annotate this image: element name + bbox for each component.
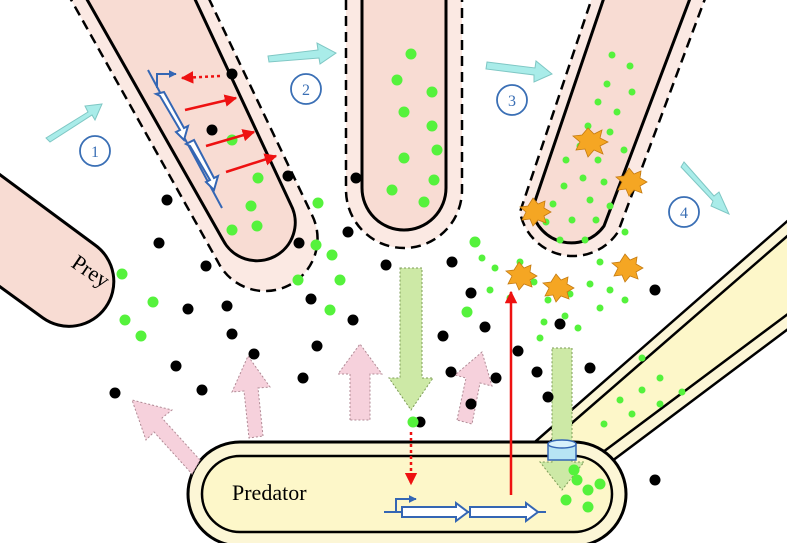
- burst-icon-1: [572, 127, 609, 158]
- gene-arrow-icon-1: [153, 90, 190, 142]
- red-arrow-dotted-prey: [180, 71, 221, 84]
- step-number-2: 2: [302, 82, 310, 99]
- predator-gene-arrow-icon-2: [469, 501, 540, 523]
- prey-cell-accumulating: [344, 0, 464, 250]
- black-molecules: [109, 68, 661, 486]
- green-arrow-left: [388, 267, 434, 411]
- burst-icon-6: [611, 253, 644, 283]
- predator-promoter-icon: [395, 495, 417, 512]
- red-arrow-prey-3: [225, 153, 278, 174]
- step-marker-4: 4: [668, 196, 700, 228]
- green-arrow-right: [538, 347, 586, 491]
- step-number-1: 1: [91, 144, 99, 161]
- pink-arrow-4: [453, 351, 493, 425]
- pink-arrow-2: [231, 354, 271, 439]
- predator-label: Predator: [232, 480, 307, 505]
- green-signal-molecules: [116, 48, 606, 513]
- step-marker-3: 3: [496, 84, 528, 116]
- predator-gene-cluster: [384, 495, 546, 523]
- step-number-4: 4: [680, 205, 688, 222]
- burst-icon-2: [615, 167, 648, 197]
- promoter-icon: [156, 70, 177, 88]
- pink-arrow-1: [131, 399, 201, 475]
- step-arrow-2: [267, 42, 337, 65]
- prey-cell-lysing: [518, 0, 706, 258]
- red-arrow-prey-1: [184, 94, 238, 112]
- burst-icon-3: [519, 197, 552, 227]
- pink-arrow-3: [337, 343, 383, 421]
- step-arrow-4: [680, 161, 730, 215]
- step-arrow-1: [45, 103, 103, 143]
- gene-arrow-icon-2: [183, 138, 220, 192]
- step-arrow-3: [485, 60, 553, 83]
- burst-icon-4: [505, 261, 538, 291]
- prey-gene-cluster: [147, 69, 223, 209]
- burst-icon-5: [542, 273, 575, 303]
- step-marker-2: 2: [290, 73, 322, 105]
- red-arrow-prey-2: [205, 129, 256, 148]
- prey-cell-initial: [0, 172, 116, 328]
- step-marker-1: 1: [79, 135, 111, 167]
- step-number-3: 3: [508, 93, 516, 110]
- predator-gene-arrow-icon-1: [401, 501, 470, 523]
- transporter-icon: [547, 439, 577, 461]
